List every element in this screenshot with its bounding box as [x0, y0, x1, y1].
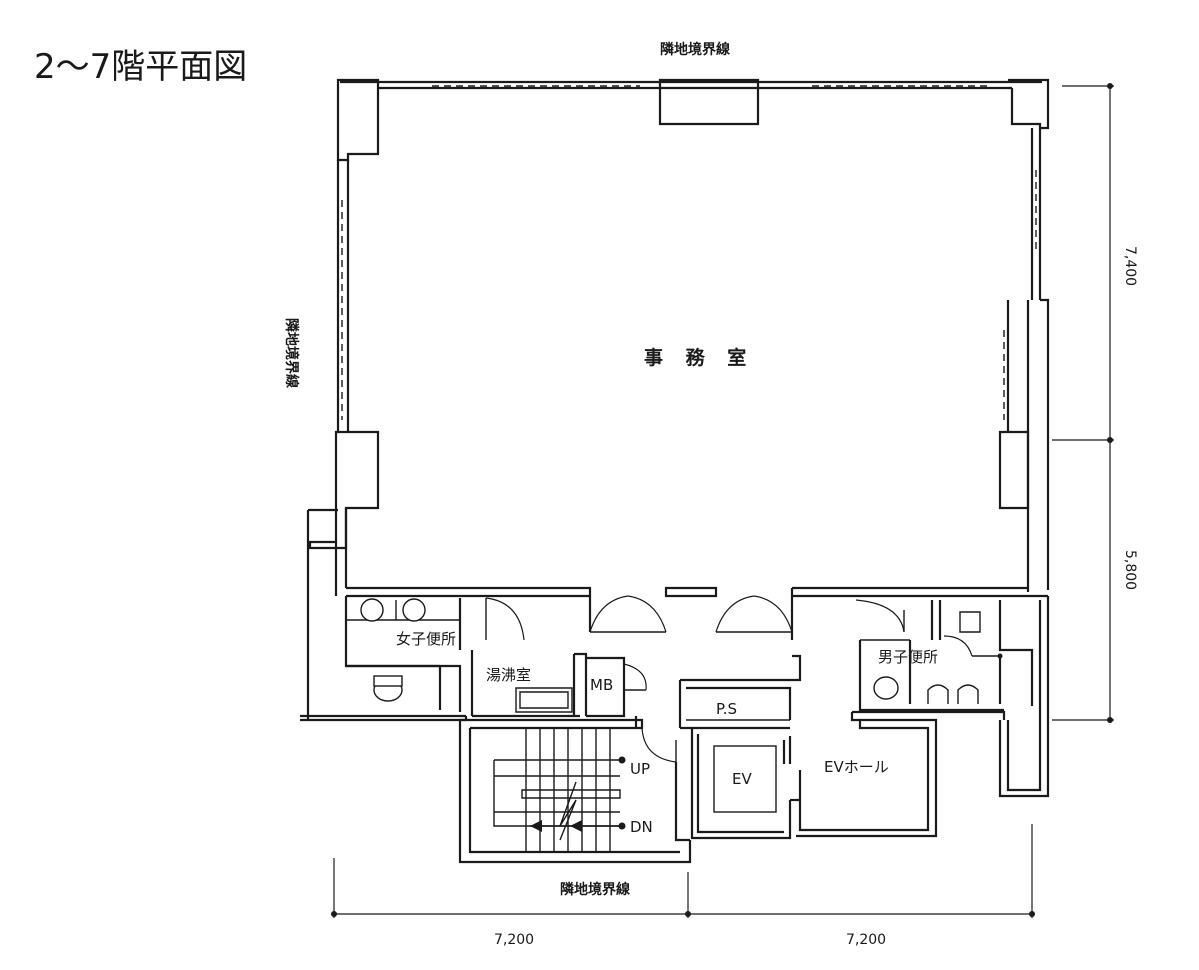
dimension-lines — [331, 83, 1114, 918]
womens-toilet-area — [300, 596, 525, 722]
sink-icon — [360, 598, 384, 622]
stair-up-label: UP — [630, 760, 650, 778]
mb-shaft — [586, 656, 647, 718]
kitchenette-area — [464, 650, 588, 720]
stair-down-label: DN — [630, 818, 653, 836]
stair-up-marker-icon — [618, 756, 626, 764]
office-bottom-wall — [346, 586, 1048, 640]
ps-label: P.S — [716, 700, 737, 718]
ev-label: EV — [732, 770, 752, 788]
kitchenette-label: 湯沸室 — [486, 666, 531, 684]
mens-toilet-area — [850, 599, 1034, 722]
plan-title: 2～7階平面図 — [34, 47, 247, 87]
womens-toilet-label: 女子便所 — [396, 630, 456, 648]
bottom-boundary-label: 隣地境界線 — [560, 881, 630, 898]
top-boundary-label: 隣地境界線 — [660, 41, 730, 58]
stair-down-arrow-icon — [570, 820, 582, 832]
sink-icon — [873, 676, 899, 700]
ev-hall-label: EVホール — [824, 758, 889, 776]
urinal-icon — [957, 684, 979, 704]
elevator-core — [678, 654, 938, 840]
office-walls — [306, 78, 1050, 720]
elevator-car — [713, 745, 777, 813]
sink-icon — [402, 598, 426, 622]
office-label: 事 務 室 — [644, 346, 754, 369]
stair-down-arrow-icon — [530, 820, 542, 832]
dimension-right-lower: 5,800 — [1122, 550, 1138, 590]
dimension-bottom-left: 7,200 — [494, 932, 534, 948]
right-lower-walls — [998, 596, 1050, 798]
urinal-icon — [927, 684, 949, 704]
dimension-right-upper: 7,400 — [1122, 246, 1138, 286]
stair-core — [458, 716, 692, 864]
left-boundary-label: 隣地境界線 — [283, 318, 300, 388]
dimension-bottom-right: 7,200 — [846, 932, 886, 948]
mens-toilet-label: 男子便所 — [878, 648, 938, 666]
mb-label: MB — [590, 676, 613, 694]
